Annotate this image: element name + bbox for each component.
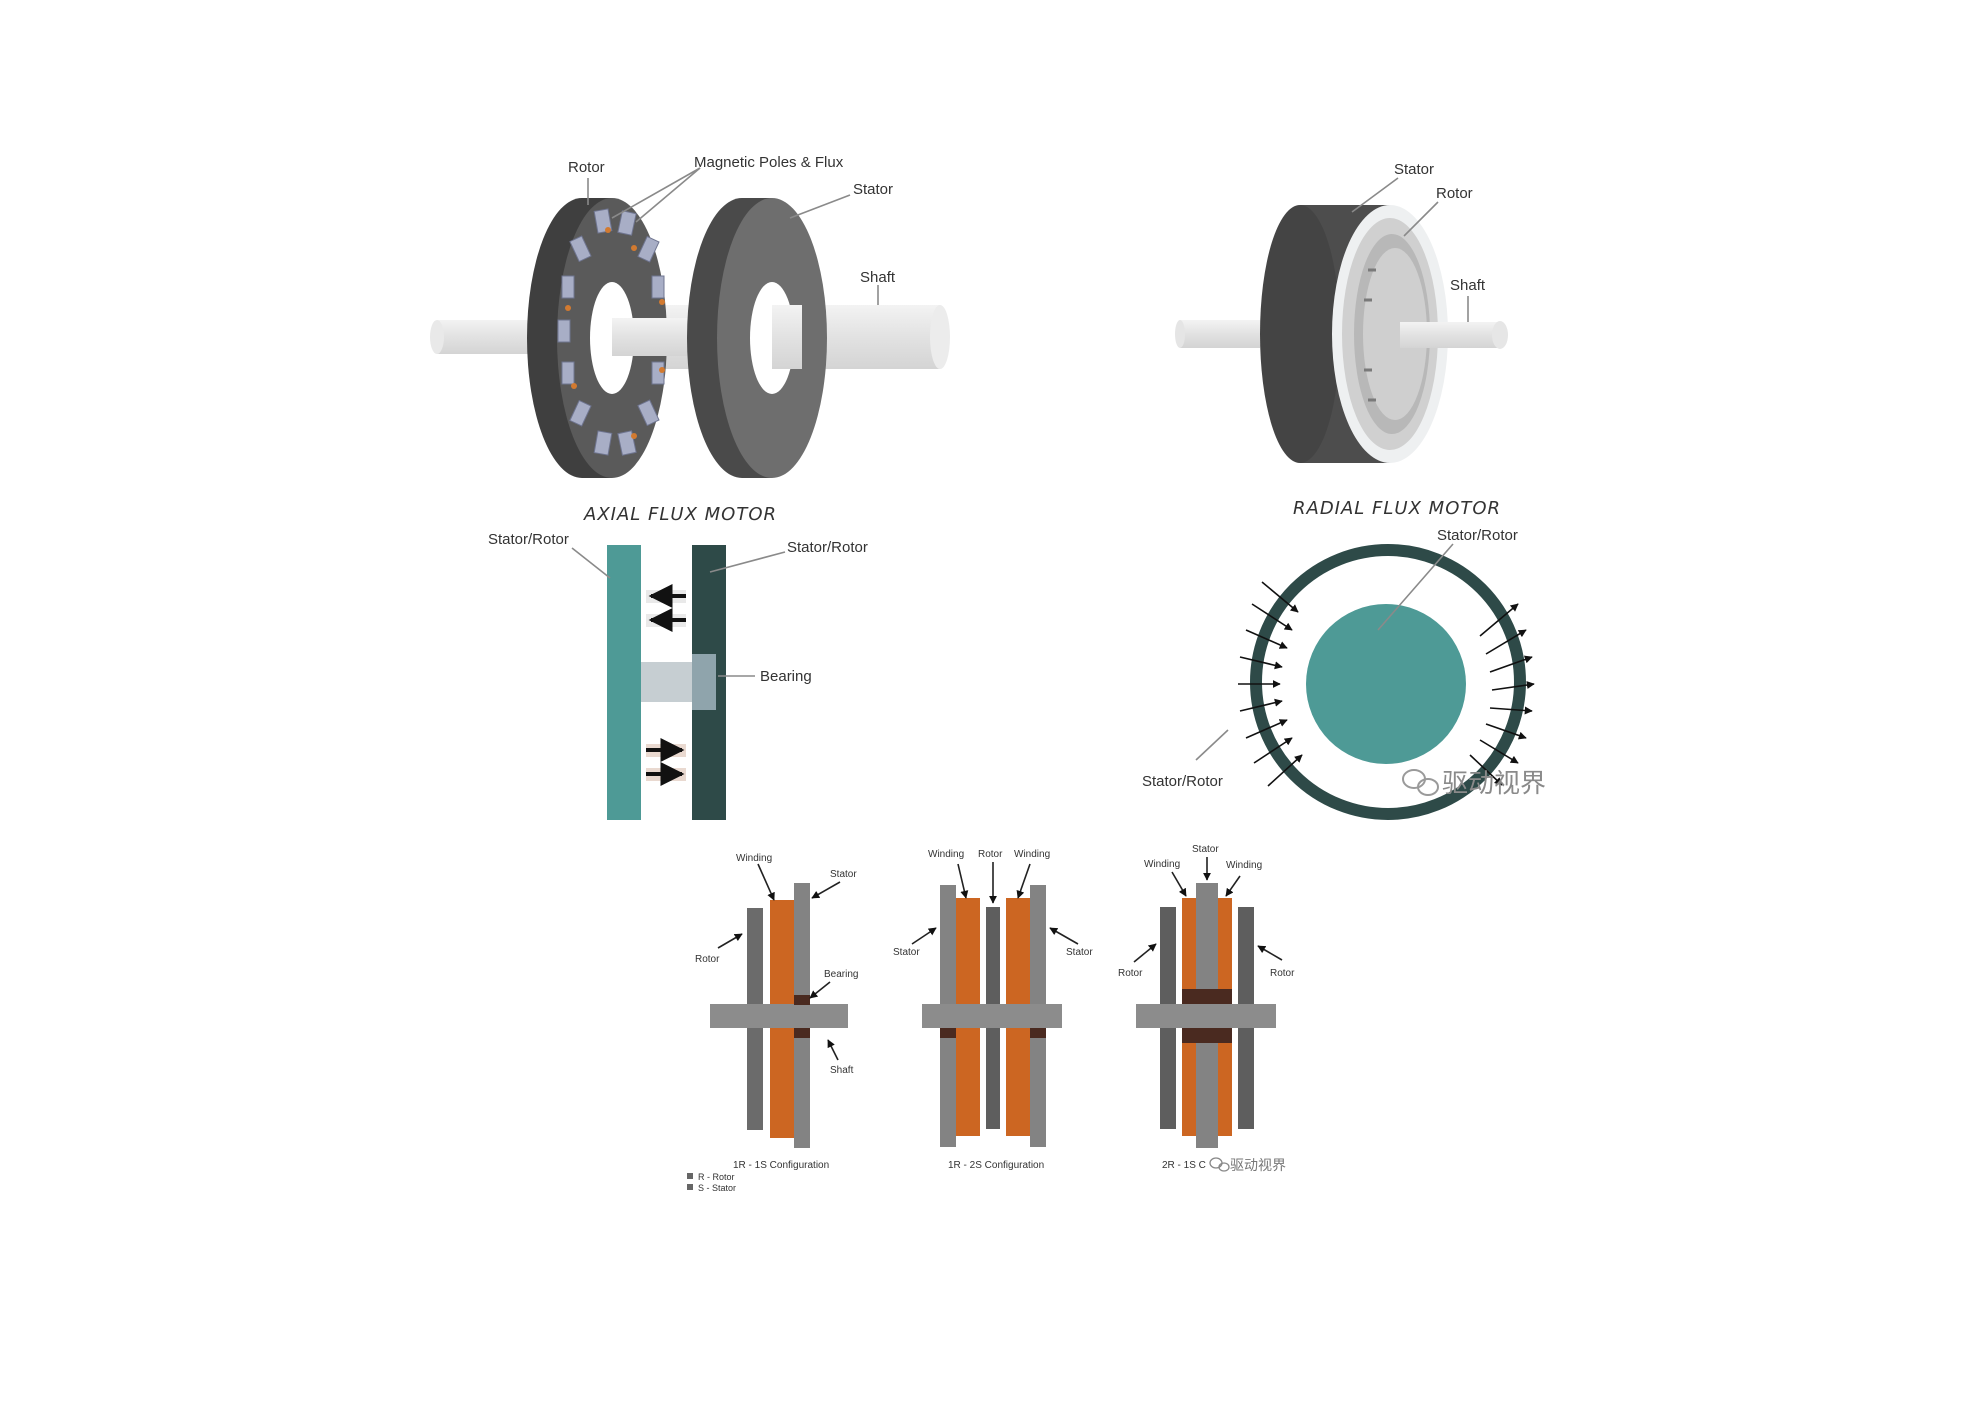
axial-section-left-label: Stator/Rotor bbox=[488, 531, 569, 548]
radial-section-outer-label: Stator/Rotor bbox=[1437, 527, 1518, 544]
c1-caption: 1R - 1S Configuration bbox=[733, 1160, 829, 1171]
radial-shaft-left bbox=[1180, 320, 1260, 348]
c2-stator-right-label: Stator bbox=[1066, 947, 1093, 958]
legend-stator: S - Stator bbox=[698, 1183, 736, 1193]
c2-winding-right-label: Winding bbox=[1014, 849, 1050, 860]
c2-winding-left-label: Winding bbox=[928, 849, 964, 860]
axial-title: AXIAL FLUX MOTOR bbox=[583, 504, 777, 525]
radial-stator-body bbox=[1260, 205, 1448, 463]
c3-rotor-right-label: Rotor bbox=[1270, 968, 1295, 979]
radial-flux-motor: Stator Rotor Shaft RADIAL FLUX MOTOR bbox=[1175, 161, 1508, 519]
c1-rotor-label: Rotor bbox=[695, 954, 720, 965]
radial-shaft-label: Shaft bbox=[1450, 277, 1486, 294]
config-2r-1s: Stator Winding Winding Rotor Rotor 2R - … bbox=[1118, 844, 1295, 1174]
c3-caption: 2R - 1S C bbox=[1162, 1160, 1206, 1171]
axial-section-bearing-label: Bearing bbox=[760, 668, 812, 685]
radial-section-inner-label: Stator/Rotor bbox=[1142, 773, 1223, 790]
small-watermark-text: 驱动视界 bbox=[1230, 1158, 1286, 1174]
radial-rotor-label: Rotor bbox=[1436, 185, 1473, 202]
axial-section-flux-arrows bbox=[646, 584, 686, 786]
radial-cross-section: Stator/Rotor Stator/Rotor bbox=[1142, 527, 1535, 820]
axial-flux-motor: Rotor Magnetic Poles & Flux Stator Shaft… bbox=[430, 154, 950, 525]
c3-winding-right-label: Winding bbox=[1226, 860, 1262, 871]
c1-shaft bbox=[710, 1004, 848, 1028]
c3-shaft bbox=[1136, 1004, 1276, 1028]
c1-winding-label: Winding bbox=[736, 853, 772, 864]
axial-rotor-disc bbox=[527, 198, 669, 478]
small-wechat-icon bbox=[1209, 1157, 1230, 1172]
c2-rotor-label: Rotor bbox=[978, 849, 1003, 860]
c1-shaft-label: Shaft bbox=[830, 1065, 854, 1076]
c3-rotor-left-label: Rotor bbox=[1118, 968, 1143, 979]
axial-section-bearing-shaft bbox=[641, 662, 692, 702]
radial-title: RADIAL FLUX MOTOR bbox=[1293, 498, 1501, 519]
config-legend: R - Rotor S - Stator bbox=[687, 1172, 736, 1193]
axial-stator-label: Stator bbox=[853, 181, 893, 198]
watermark: 驱动视界 bbox=[1402, 769, 1546, 799]
c2-stator-left-label: Stator bbox=[893, 947, 920, 958]
axial-shaft-middle bbox=[612, 318, 702, 356]
config-1r-1s: Winding Stator Rotor Bearing Shaft 1R - … bbox=[695, 853, 858, 1171]
radial-section-flux-arrows bbox=[1238, 581, 1535, 787]
c2-shaft bbox=[922, 1004, 1062, 1028]
c2-caption: 1R - 2S Configuration bbox=[948, 1160, 1044, 1171]
c3-winding-left-label: Winding bbox=[1144, 859, 1180, 870]
axial-section-left-plate bbox=[607, 545, 641, 820]
axial-poles-label: Magnetic Poles & Flux bbox=[694, 154, 844, 171]
radial-section-rotor bbox=[1306, 604, 1466, 764]
c1-stator-label: Stator bbox=[830, 869, 857, 880]
c1-bearing-label: Bearing bbox=[824, 969, 858, 980]
radial-shaft-right bbox=[1400, 322, 1500, 348]
c3-stator-label: Stator bbox=[1192, 844, 1219, 855]
axial-section-right-label: Stator/Rotor bbox=[787, 539, 868, 556]
legend-rotor: R - Rotor bbox=[698, 1172, 735, 1182]
axial-rotor-label: Rotor bbox=[568, 159, 605, 176]
axial-section-bearing bbox=[692, 654, 716, 710]
wechat-icon bbox=[1402, 769, 1439, 796]
watermark-text: 驱动视界 bbox=[1442, 769, 1546, 799]
config-1r-2s: Winding Rotor Winding Stator Stator 1R -… bbox=[893, 849, 1093, 1171]
radial-stator-label: Stator bbox=[1394, 161, 1434, 178]
axial-shaft-label: Shaft bbox=[860, 269, 896, 286]
axial-cross-section: Stator/Rotor Stator/Rotor Bearing bbox=[488, 531, 868, 820]
axial-stator-disc bbox=[687, 198, 827, 478]
